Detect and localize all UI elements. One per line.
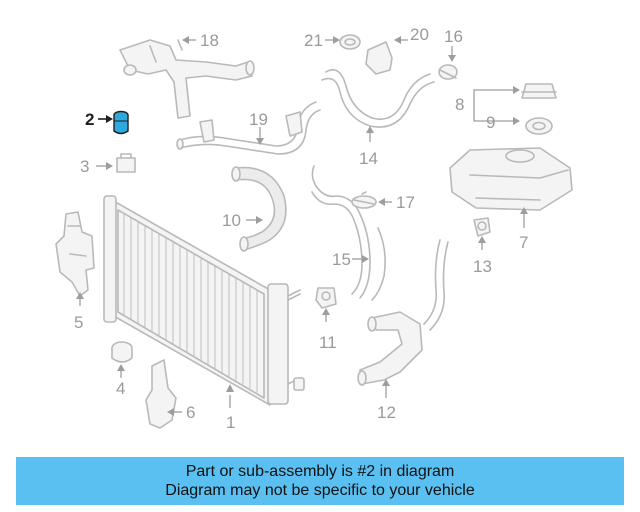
label-15: 15	[332, 250, 351, 269]
label-6: 6	[186, 403, 195, 422]
radiator-part	[103, 195, 305, 406]
label-13: 13	[473, 257, 492, 276]
label-7: 7	[519, 233, 528, 252]
label-4: 4	[116, 379, 125, 398]
parts-diagram: 1 2 3 4 5 6 7	[55, 25, 573, 432]
hose-lower-part	[357, 239, 449, 386]
label-14: 14	[359, 149, 378, 168]
clamp-17-part	[351, 191, 377, 209]
hose-20-part	[365, 41, 393, 75]
banner-line-1: Part or sub-assembly is #2 in diagram	[185, 463, 455, 480]
label-10: 10	[222, 211, 241, 230]
label-9: 9	[486, 113, 495, 132]
label-21: 21	[304, 31, 323, 50]
seal-ring-part	[525, 117, 553, 135]
info-banner: Part or sub-assembly is #2 in diagram Di…	[16, 457, 624, 505]
clip-16-part	[438, 64, 458, 80]
label-2: 2	[85, 110, 94, 129]
connector-part	[315, 287, 337, 309]
plug-part-highlighted[interactable]	[113, 110, 129, 135]
tank-cap-part	[521, 83, 557, 99]
pipe-18-part	[119, 39, 255, 119]
label-5: 5	[74, 313, 83, 332]
banner-line-2: Diagram may not be specific to your vehi…	[165, 482, 475, 499]
pipe-15-part	[311, 165, 386, 301]
clamp-part	[473, 217, 491, 237]
expansion-tank-part	[449, 147, 573, 211]
air-guide-lower-part	[145, 359, 177, 429]
mount-part	[116, 153, 136, 173]
pipe-19-part	[176, 101, 321, 155]
label-8: 8	[455, 95, 464, 114]
pipe-14-part	[321, 69, 435, 128]
label-17: 17	[396, 193, 415, 212]
label-1: 1	[226, 413, 235, 432]
clip-21-part	[339, 34, 361, 50]
label-3: 3	[80, 157, 89, 176]
bushing-part	[111, 341, 133, 363]
air-guide-left-part	[55, 211, 95, 297]
label-12: 12	[377, 403, 396, 422]
label-18: 18	[200, 31, 219, 50]
label-11: 11	[319, 333, 337, 352]
label-16: 16	[444, 27, 463, 46]
label-19: 19	[249, 110, 268, 129]
hose-upper-part	[231, 166, 287, 252]
label-20: 20	[410, 25, 429, 44]
